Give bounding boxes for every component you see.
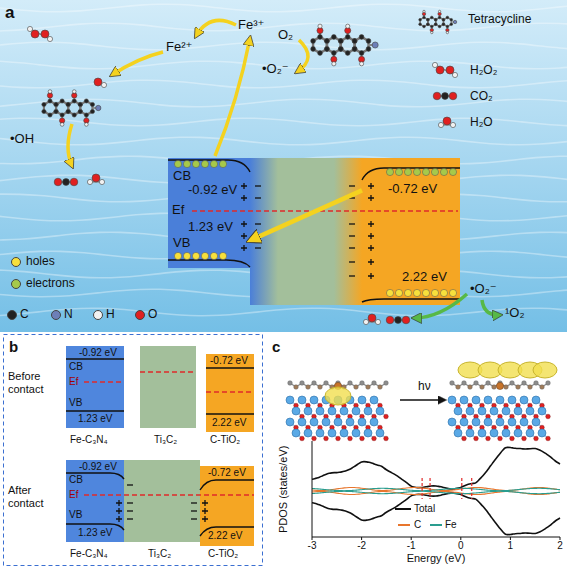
water-background [0, 0, 567, 332]
band-label: CB [69, 361, 83, 373]
energy-value: -0.72 eV [388, 182, 437, 197]
energy-value: 1.23 eV [78, 527, 112, 539]
band-region: -0.72 eV2.22 eVC-TiO₂ [206, 354, 254, 432]
panel-letter: c [272, 338, 280, 355]
legend-label: holes [26, 255, 55, 269]
molecule-models [27, 10, 457, 324]
panel-letter: a [5, 3, 14, 23]
species-label: Fe²⁺ [166, 40, 192, 55]
band-region: Ti₃C₂ [140, 346, 196, 428]
legend-swatch [11, 279, 21, 289]
legend-label: C [414, 519, 421, 531]
energy-value: 1.23 eV [78, 413, 112, 425]
band-label: VB [69, 397, 82, 409]
energy-value: 2.22 eV [212, 417, 246, 429]
material-name: Fe-C₃N₄ [70, 548, 108, 560]
legend-label: O [148, 308, 157, 322]
axis-title: Energy (eV) [407, 552, 466, 565]
legend-swatch [7, 310, 17, 320]
energy-value: -0.92 eV [188, 183, 237, 198]
legend-label: electrons [26, 277, 75, 291]
species-label: O₂ [278, 28, 293, 43]
species-label: •OH [10, 132, 34, 147]
state-label: After contact [8, 484, 64, 509]
legend-swatch [93, 310, 103, 320]
legend-label: Fe [445, 519, 457, 531]
key-label: CO₂ [470, 90, 493, 104]
key-label: Tetracycline [468, 13, 531, 27]
band-label: CB [69, 474, 83, 486]
species-label: Fe³⁺ [238, 18, 264, 33]
energy-value: -0.92 eV [79, 347, 117, 359]
key-label: H₂O [470, 116, 493, 130]
legend-label: C [20, 308, 29, 322]
axis-title: PDOS (states/eV) [278, 445, 291, 532]
species-label: ¹O₂ [505, 306, 525, 321]
legend-line [430, 524, 442, 526]
tick-label: 1 [508, 540, 514, 552]
species-label: •O₂⁻ [470, 282, 497, 297]
energy-value: 2.22 eV [208, 530, 242, 542]
tick-label: 2 [557, 540, 563, 552]
legend-line [398, 524, 410, 526]
legend-line [395, 508, 411, 510]
reaction-arrows [68, 20, 500, 318]
material-name: C-TiO₂ [208, 548, 238, 560]
fermi-label: Ef [69, 376, 78, 388]
state-label: Before contact [8, 370, 64, 395]
band-region: -0.92 eVCBVB1.23 eVFe-C₃N₄ [66, 460, 124, 542]
energy-value: -0.72 eV [208, 467, 246, 479]
tick-label: 0 [458, 540, 464, 552]
panel-border [4, 335, 263, 566]
light-label: hν [418, 380, 431, 394]
material-name: Ti₃C₂ [148, 548, 171, 560]
key-label: H₂O₂ [470, 64, 497, 78]
band-region: Ti₃C₂ [124, 460, 200, 542]
charge-carriers [174, 160, 456, 296]
legend-swatch [11, 257, 21, 267]
energy-value: -0.92 eV [79, 461, 117, 473]
legend-label: Total [414, 503, 435, 515]
energy-value: -0.72 eV [210, 355, 248, 367]
tick-label: -3 [308, 540, 317, 552]
slab-models [286, 362, 557, 441]
fermi-label: Ef [172, 203, 184, 218]
electron-transfer-arrow [250, 190, 362, 240]
material-name: Ti₃C₂ [154, 434, 177, 446]
band-fills [66, 158, 460, 546]
band-region: -0.72 eV 2.22 eV [362, 158, 460, 305]
fermi-level [84, 211, 458, 495]
legend-label: H [106, 308, 115, 322]
material-name: C-TiO₂ [210, 434, 240, 446]
energy-value: 2.22 eV [402, 270, 447, 285]
tick-label: -1 [407, 540, 416, 552]
legend-swatch [135, 310, 145, 320]
band-label: VB [69, 509, 82, 521]
tick-label: -2 [357, 540, 366, 552]
energy-value: 1.23 eV [188, 220, 233, 235]
band-label: CB [173, 169, 191, 184]
fermi-label: Ef [69, 489, 78, 501]
species-label: •O₂⁻ [262, 62, 289, 77]
band-region: -0.72 eV2.22 eVC-TiO₂ [200, 466, 254, 546]
charge-signs [116, 183, 374, 522]
band-label: VB [173, 236, 190, 251]
panel-letter: b [9, 338, 18, 355]
material-name: Fe-C₃N₄ [70, 434, 108, 446]
legend-label: N [64, 308, 73, 322]
legend-swatch [51, 310, 61, 320]
pdos-plot [312, 441, 560, 540]
